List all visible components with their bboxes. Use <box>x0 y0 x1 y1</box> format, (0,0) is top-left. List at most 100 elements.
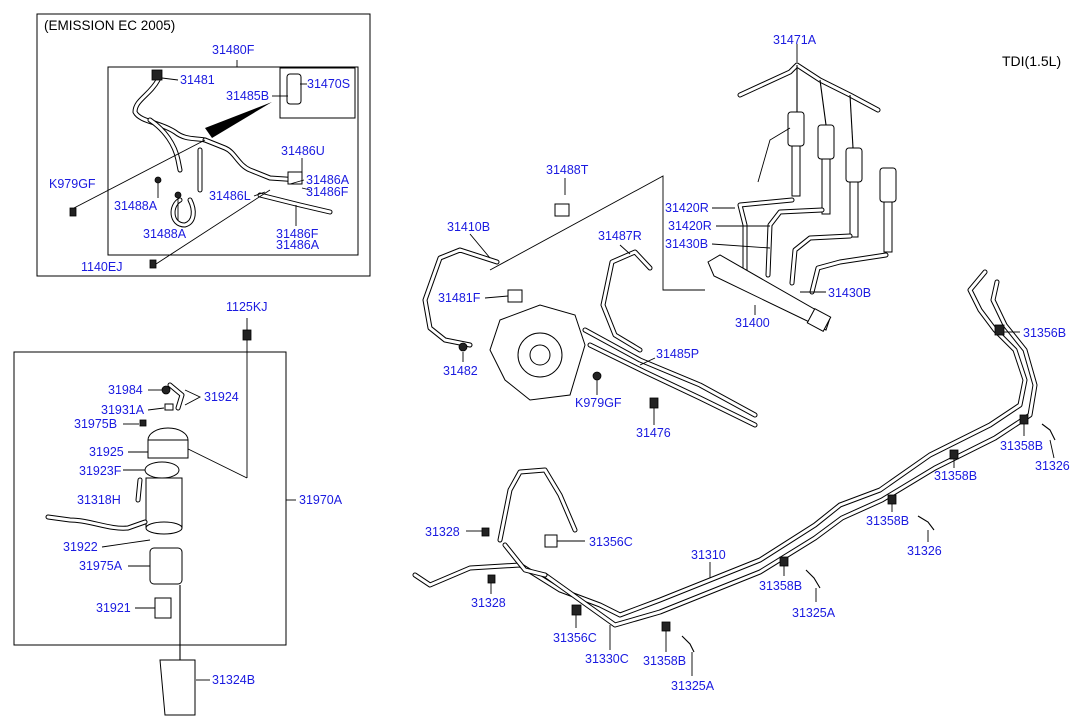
filter-element-bottom <box>145 521 183 535</box>
leader-31486L <box>253 191 266 197</box>
leader-31486F <box>301 187 311 191</box>
label-31480F: 31480F <box>212 43 255 57</box>
label-31326-a: 31326 <box>1035 459 1070 473</box>
leader-31430B-a <box>711 243 771 249</box>
label-31486A: 31486A <box>306 173 350 187</box>
label-31358B-d: 31358B <box>759 579 802 593</box>
engine-spec-label: TDI(1.5L) <box>1002 53 1061 69</box>
sensor-31931A <box>164 403 174 411</box>
label-31430B-b: 31430B <box>828 286 871 300</box>
label-31486F-2: 31486F <box>276 227 319 241</box>
label-31430B-a: 31430B <box>665 237 708 251</box>
clip-31488A-2 <box>174 191 182 199</box>
label-31324B: 31324B <box>212 673 255 687</box>
label-31485B: 31485B <box>226 89 269 103</box>
fuel-line-group: 31356B 31358B 31326 31358B 31358B 31326 … <box>412 269 1070 693</box>
bracket-31325A-b <box>681 635 695 653</box>
leader-31924 <box>184 389 202 406</box>
label-31922: 31922 <box>63 540 98 554</box>
label-K979GF-inset: K979GF <box>49 177 96 191</box>
label-31326-b: 31326 <box>907 544 942 558</box>
hp-pump-hub <box>529 344 551 366</box>
bracket-31326-b <box>917 515 935 531</box>
filter-ring-31923F <box>144 461 180 479</box>
emission-inset-frame <box>36 13 371 277</box>
label-31924: 31924 <box>204 390 239 404</box>
label-31923F: 31923F <box>79 464 122 478</box>
label-31358B-e: 31358B <box>643 654 686 668</box>
injector-rail-group: 31471A 31420R 31420R 31430B 31430B 31400 <box>665 33 897 332</box>
label-31486U: 31486U <box>281 144 325 158</box>
clip-31328-b <box>487 574 496 584</box>
label-31330C: 31330C <box>585 652 629 666</box>
bolt-1140EJ <box>149 259 157 269</box>
fitting-31481F <box>507 289 523 303</box>
leader-K979GF-inset <box>73 139 206 209</box>
leader-1140EJ <box>155 189 271 265</box>
clip-31358B-e <box>661 621 671 632</box>
emission-ec2005-inset: (EMISSION EC 2005) <box>36 13 371 277</box>
label-31358B-a: 31358B <box>1000 439 1043 453</box>
label-31486A-2: 31486A <box>276 238 320 252</box>
injector-2 <box>817 124 835 215</box>
injector-3 <box>845 147 863 238</box>
label-31485P: 31485P <box>656 347 699 361</box>
bolt-K979GF <box>592 371 602 381</box>
label-31318H: 31318H <box>77 493 121 507</box>
clip-31358B-b <box>949 449 959 460</box>
label-31328-a: 31328 <box>425 525 460 539</box>
clip-31356C-a <box>544 534 558 548</box>
label-31931A: 31931A <box>101 403 145 417</box>
label-31925: 31925 <box>89 445 124 459</box>
label-31488A-2: 31488A <box>143 227 187 241</box>
nut-31975B <box>139 419 147 427</box>
return-hose <box>132 77 208 143</box>
label-31481: 31481 <box>180 73 215 87</box>
leader-31487R <box>619 244 631 255</box>
clip-31356B <box>994 324 1005 336</box>
leader-31481F <box>484 295 509 299</box>
label-31984: 31984 <box>108 383 143 397</box>
label-31420R-b: 31420R <box>668 219 712 233</box>
label-31488A: 31488A <box>114 199 158 213</box>
label-31410B: 31410B <box>447 220 490 234</box>
fuel-filter-frame <box>13 351 287 646</box>
return-branch-3 <box>849 94 854 149</box>
label-31481F: 31481F <box>438 291 481 305</box>
label-31356C-b: 31356C <box>553 631 597 645</box>
label-31358B-c: 31358B <box>866 514 909 528</box>
emission-note: (EMISSION EC 2005) <box>44 18 175 33</box>
label-31921: 31921 <box>96 601 131 615</box>
pump-group: 31488T 31410B 31487R 31481F 31482 31485P… <box>422 163 758 440</box>
sensor-31470S <box>286 73 302 105</box>
label-31471A: 31471A <box>773 33 817 47</box>
leader-injector <box>757 127 791 183</box>
label-31356B: 31356B <box>1023 326 1066 340</box>
label-31470S: 31470S <box>307 77 350 91</box>
label-31487R: 31487R <box>598 229 642 243</box>
bracket-31325A-a <box>805 569 821 589</box>
leader-31481 <box>161 77 179 81</box>
return-branch-2 <box>819 79 827 126</box>
clip-31358B-c <box>887 494 897 505</box>
bolt-K979GF-inset <box>69 207 77 217</box>
label-31486L: 31486L <box>209 189 251 203</box>
leader-31970A-a <box>179 444 248 479</box>
label-31358B-b: 31358B <box>934 469 977 483</box>
label-31476: 31476 <box>636 426 671 440</box>
label-31975B: 31975B <box>74 417 117 431</box>
bracket-31488T <box>554 203 570 217</box>
leader-31931A <box>147 407 165 411</box>
label-1125KJ: 1125KJ <box>226 300 267 314</box>
clip-31358B-d <box>779 556 789 567</box>
filter-head-body <box>147 439 189 459</box>
leader-31326-a <box>1049 439 1055 459</box>
bolt-31482 <box>458 342 468 352</box>
bracket-31975A <box>149 547 183 585</box>
bracket-31324B <box>159 659 196 716</box>
label-31356C-a: 31356C <box>589 535 633 549</box>
label-31325A-b: 31325A <box>671 679 715 693</box>
connector-31481 <box>151 69 163 81</box>
common-rail-31400 <box>707 254 831 331</box>
clip-31358B-a <box>1019 414 1029 425</box>
